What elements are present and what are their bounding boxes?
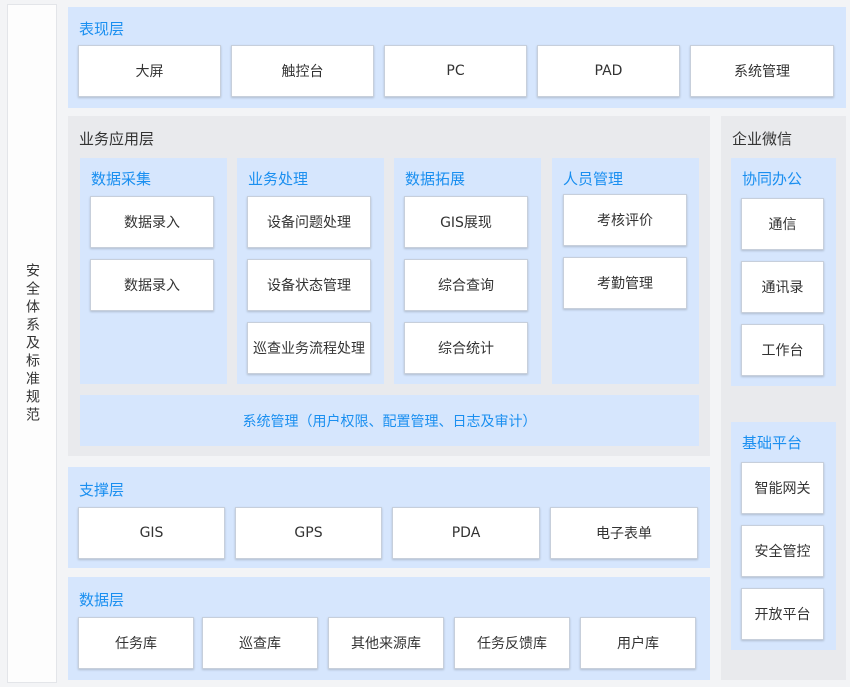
presentation-layer-title: 表现层 [79, 20, 125, 38]
equipment-issue-card: 设备问题处理 [247, 196, 371, 248]
presentation-item-touch-console: 触控台 [231, 45, 374, 97]
support-item-pda: PDA [392, 507, 540, 559]
comprehensive-statistics-card: 综合统计 [404, 322, 528, 374]
column-business-processing: 业务处理 设备问题处理 设备状态管理 巡查业务流程处理 [237, 158, 384, 384]
presentation-item-pc: PC [384, 45, 527, 97]
support-layer-title: 支撑层 [79, 481, 125, 499]
platform-item-security-control: 安全管控 [741, 525, 824, 577]
presentation-layer: 表现层 大屏 触控台 PC PAD 系统管理 [68, 7, 846, 108]
support-layer: 支撑层 GIS GPS PDA 电子表单 [68, 467, 710, 568]
column-data-collection-title: 数据采集 [91, 170, 152, 188]
support-item-electronic-form: 电子表单 [550, 507, 698, 559]
collaborative-office-panel: 协同办公 通信 通讯录 工作台 [731, 158, 836, 386]
enterprise-wechat-title: 企业微信 [732, 130, 793, 148]
security-standards-panel: 安全体系及标准规范 [7, 4, 57, 683]
presentation-item-system-management: 系统管理 [690, 45, 834, 97]
business-layer-title: 业务应用层 [79, 130, 155, 148]
presentation-item-big-screen: 大屏 [78, 45, 221, 97]
base-platform-title: 基础平台 [742, 434, 803, 452]
comprehensive-query-card: 综合查询 [404, 259, 528, 311]
column-data-collection: 数据采集 数据录入 数据录入 [80, 158, 227, 384]
column-data-extension-title: 数据拓展 [405, 170, 466, 188]
business-layer: 业务应用层 数据采集 数据录入 数据录入 业务处理 设备问题处理 设备状态管理 … [68, 116, 710, 456]
data-entry-card-2: 数据录入 [90, 259, 214, 311]
office-item-workbench: 工作台 [741, 324, 824, 376]
system-management-bar: 系统管理（用户权限、配置管理、日志及审计） [80, 395, 699, 446]
support-item-gis: GIS [78, 507, 225, 559]
data-item-inspection-db: 巡查库 [202, 617, 318, 669]
data-item-user-db: 用户库 [580, 617, 696, 669]
platform-item-open-platform: 开放平台 [741, 588, 824, 640]
enterprise-wechat-panel: 企业微信 协同办公 通信 通讯录 工作台 基础平台 智能网关 安全管控 开放平台 [721, 116, 846, 680]
base-platform-panel: 基础平台 智能网关 安全管控 开放平台 [731, 422, 836, 650]
column-personnel-management: 人员管理 考核评价 考勤管理 [552, 158, 699, 384]
office-item-communication: 通信 [741, 198, 824, 250]
office-item-contacts: 通讯录 [741, 261, 824, 313]
data-item-other-source-db: 其他来源库 [328, 617, 444, 669]
support-item-gps: GPS [235, 507, 382, 559]
data-item-task-feedback-db: 任务反馈库 [454, 617, 570, 669]
data-layer-title: 数据层 [79, 591, 125, 609]
equipment-status-card: 设备状态管理 [247, 259, 371, 311]
data-entry-card-1: 数据录入 [90, 196, 214, 248]
platform-item-smart-gateway: 智能网关 [741, 462, 824, 514]
data-layer: 数据层 任务库 巡查库 其他来源库 任务反馈库 用户库 [68, 577, 710, 680]
collaborative-office-title: 协同办公 [742, 170, 803, 188]
column-business-processing-title: 业务处理 [248, 170, 309, 188]
column-personnel-management-title: 人员管理 [563, 170, 624, 188]
attendance-card: 考勤管理 [563, 257, 687, 309]
gis-display-card: GIS展现 [404, 196, 528, 248]
assessment-card: 考核评价 [563, 194, 687, 246]
presentation-item-pad: PAD [537, 45, 680, 97]
security-standards-label: 安全体系及标准规范 [24, 262, 40, 425]
column-data-extension: 数据拓展 GIS展现 综合查询 综合统计 [394, 158, 541, 384]
data-item-task-db: 任务库 [78, 617, 194, 669]
inspection-workflow-card: 巡查业务流程处理 [247, 322, 371, 374]
